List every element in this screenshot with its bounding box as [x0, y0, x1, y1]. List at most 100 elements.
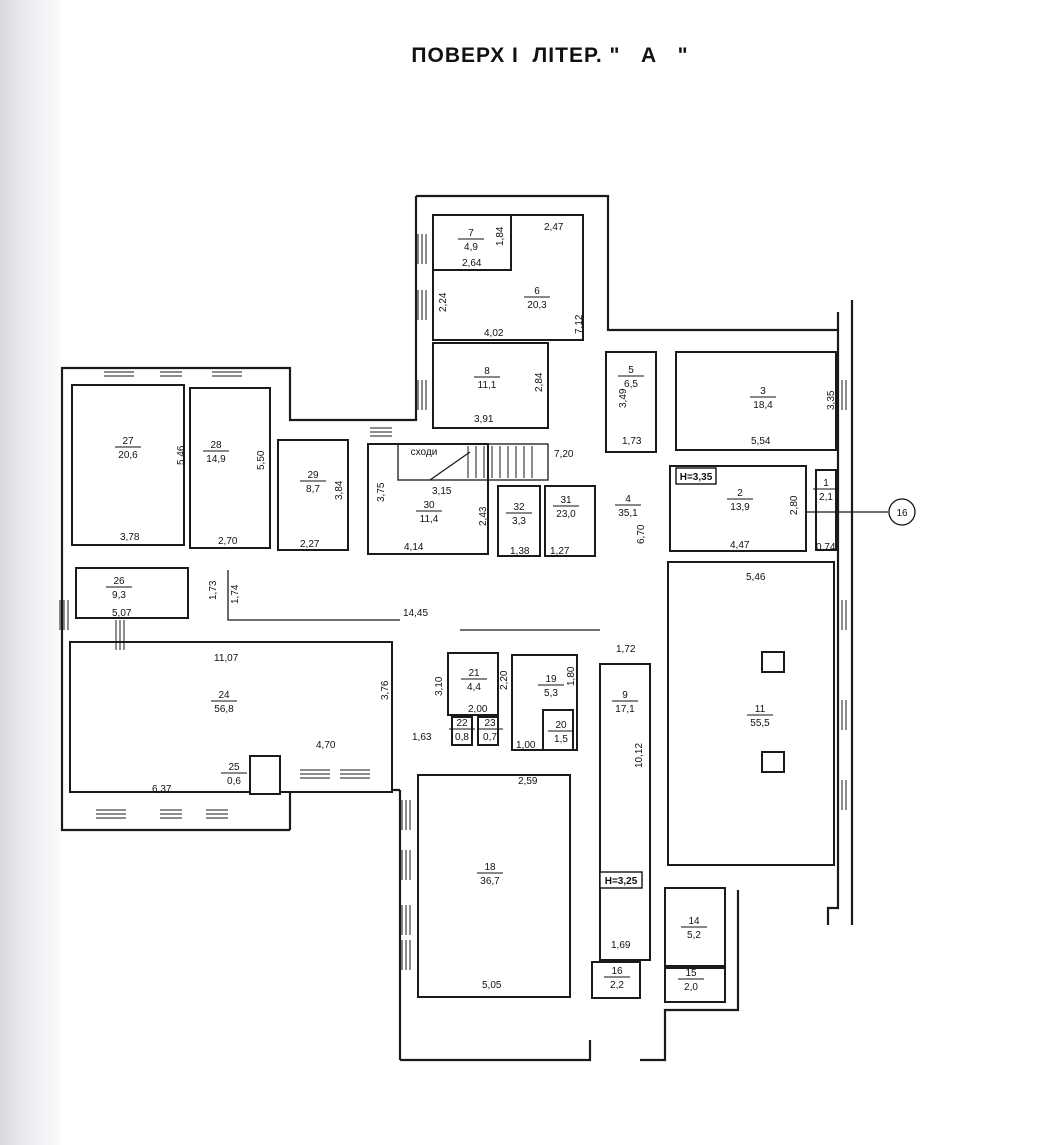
room-28 [189, 387, 271, 549]
scan-shadow-edge [0, 0, 60, 1145]
room-area: 56,8 [214, 704, 234, 715]
room-number: 1 [823, 478, 829, 489]
room-area: 3,3 [512, 516, 526, 527]
dimension-label: 7,12 [574, 314, 585, 334]
room-29 [277, 439, 349, 551]
room-label-29: 298,7 [300, 470, 326, 495]
axis-marker-label: 16 [896, 508, 908, 519]
room-label-16: 162,2 [604, 966, 630, 991]
dimension-label: 3,49 [618, 388, 629, 408]
room-number: 7 [468, 228, 474, 239]
room-area: 4,4 [467, 682, 481, 693]
room-area: 2,1 [819, 492, 833, 503]
room-label-19: 195,3 [538, 674, 564, 699]
room-number: 4 [625, 494, 631, 505]
room-label-27: 27 20,6 [115, 436, 141, 461]
room-area: 35,1 [618, 508, 638, 519]
dimension-label: 10,12 [634, 743, 645, 768]
dimension-label: 2,27 [300, 539, 320, 550]
room-label-22: 220,8 [449, 718, 475, 743]
rooms [69, 214, 837, 1003]
room-16 [591, 961, 641, 999]
room-11 [667, 561, 835, 866]
room-number: 16 [611, 966, 623, 977]
room-number: 2 [737, 488, 743, 499]
axis-marker: 16 [806, 498, 916, 526]
room-15 [664, 967, 726, 1003]
room-number: 19 [545, 674, 557, 685]
dimension-label: 7,20 [554, 449, 574, 460]
room-number: 27 [122, 436, 134, 447]
dimension-label: 3,75 [376, 482, 387, 502]
dimension-label: 6,70 [636, 524, 647, 544]
height-markers: Н=3,35 Н=3,25 [599, 467, 717, 889]
room-area: 11,1 [478, 380, 497, 391]
room-21 [447, 652, 499, 716]
room-area: 0,8 [455, 732, 469, 743]
room-9 [599, 663, 651, 961]
room-area: 13,9 [730, 502, 750, 513]
room-area: 4,9 [464, 242, 478, 253]
dimension-label: 3,84 [334, 480, 345, 500]
room-label-32: 323,3 [506, 502, 532, 527]
dimension-label: 4,47 [730, 540, 750, 551]
dimension-label: 6,37 [152, 784, 172, 795]
room-labels: 12,1213,9318,4435,156,5620,374,9811,1917… [106, 228, 839, 993]
dimension-label: 2,00 [468, 704, 488, 715]
dimension-label: 5,46 [746, 572, 766, 583]
room-3 [675, 351, 837, 451]
dimension-label: 2,20 [499, 670, 510, 690]
dimension-label: 4,14 [404, 542, 424, 553]
room-number: 24 [218, 690, 230, 701]
room-number: 32 [513, 502, 525, 513]
stairs-label: сходи [411, 447, 438, 458]
dimension-label: 1,74 [230, 584, 241, 604]
room-number: 18 [484, 862, 496, 873]
room-area: 23,0 [556, 509, 576, 520]
room-number: 29 [307, 470, 319, 481]
room-label-20: 201,5 [548, 720, 574, 745]
room-5 [605, 351, 657, 453]
room-6 [432, 214, 584, 341]
dimension-label: 1,72 [616, 644, 636, 655]
room-26 [75, 567, 189, 619]
room-number: 25 [228, 762, 240, 773]
dimension-label: 2,59 [518, 776, 538, 787]
room-number: 8 [484, 366, 490, 377]
dimension-label: 1,63 [412, 732, 432, 743]
dimension-label: 5,50 [256, 450, 267, 470]
room-area: 14,9 [206, 454, 226, 465]
room-8 [432, 342, 549, 429]
dimension-label: 2,70 [218, 536, 238, 547]
room-number: 5 [628, 365, 634, 376]
room-number: 11 [755, 704, 766, 715]
dimension-label: 4,70 [316, 740, 336, 751]
column-2 [761, 751, 785, 773]
dimension-label: 3,76 [380, 680, 391, 700]
room-area: 0,7 [483, 732, 497, 743]
room-label-14: 145,2 [681, 916, 707, 941]
room-22 [451, 716, 473, 746]
room-area: 2,2 [610, 980, 624, 991]
room-32 [497, 485, 541, 557]
room-area: 20,6 [118, 450, 138, 461]
room-number: 15 [685, 968, 697, 979]
dimension-label: 1,80 [566, 666, 577, 686]
dimension-label: 2,84 [534, 372, 545, 392]
plan-title: ПОВЕРХ І ЛІТЕР. " А " [411, 44, 689, 67]
room-number: 9 [622, 690, 628, 701]
room-label-8: 811,1 [474, 366, 500, 391]
room-label-21: 214,4 [461, 668, 487, 693]
dimension-label: 3,10 [434, 676, 445, 696]
dimension-label: 3,15 [432, 486, 452, 497]
room-area: 11,4 [420, 514, 439, 525]
dimension-label: 0,74 [816, 542, 836, 553]
dimension-label: 3,35 [826, 390, 837, 410]
room-number: 6 [534, 286, 540, 297]
dimension-label: 5,46 [176, 445, 187, 465]
